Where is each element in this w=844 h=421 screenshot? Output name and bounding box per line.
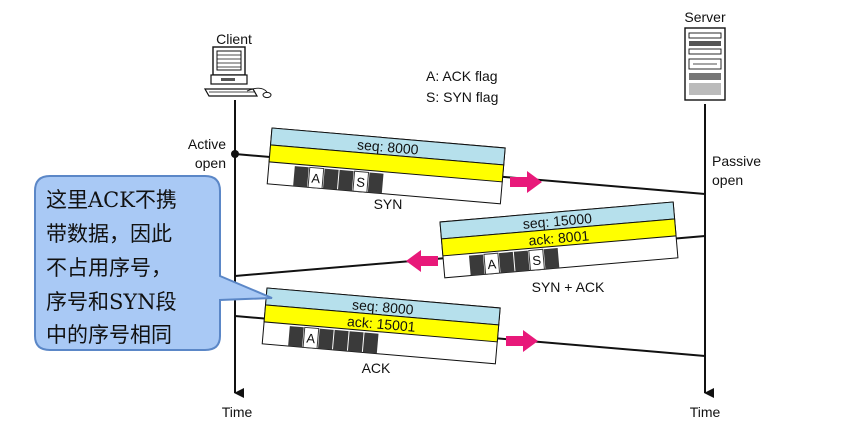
synack-ack-row bbox=[440, 218, 677, 257]
flag-s: S bbox=[532, 253, 542, 269]
desktop-computer-icon bbox=[203, 46, 272, 99]
flag-cell bbox=[307, 166, 325, 190]
synack-seq-text: seq: 15000 bbox=[522, 210, 593, 232]
flag-cell bbox=[483, 252, 501, 275]
ack-caption: ACK bbox=[362, 360, 391, 376]
syn-yellow-row bbox=[268, 144, 505, 183]
syn-flags: A S bbox=[293, 166, 384, 194]
callout-line-4: 序号和SYN段 bbox=[46, 290, 177, 314]
callout-line-5: 中的序号相同 bbox=[46, 323, 172, 347]
synack-caption: SYN + ACK bbox=[532, 279, 605, 295]
synack-segment: seq: 15000 ack: 8001 A S bbox=[439, 201, 679, 279]
flag-cell bbox=[293, 166, 309, 188]
synack-direction-arrow bbox=[406, 250, 438, 272]
passive-open-label-1: Passive bbox=[712, 153, 761, 169]
flag-cell bbox=[367, 172, 384, 194]
syn-segment: seq: 8000 A S bbox=[266, 127, 506, 205]
flag-a: A bbox=[311, 171, 321, 187]
syn-direction-arrow bbox=[510, 171, 542, 193]
flag-a: A bbox=[487, 256, 497, 272]
flag-cell bbox=[332, 329, 349, 352]
server-tower-icon bbox=[684, 27, 726, 101]
callout-bubble bbox=[34, 175, 273, 351]
callout-line-3: 不占用序号， bbox=[46, 256, 172, 280]
client-time-label: Time bbox=[222, 404, 253, 420]
ack-segment: seq: 8000 ack: 15001 A bbox=[261, 287, 501, 365]
flag-cell bbox=[347, 331, 364, 353]
flag-cell bbox=[323, 168, 339, 190]
flag-cell bbox=[543, 248, 560, 270]
server-time-label: Time bbox=[690, 404, 721, 420]
syn-seq-text: seq: 8000 bbox=[356, 136, 419, 157]
flag-a: A bbox=[306, 331, 316, 347]
syn-caption: SYN bbox=[374, 196, 403, 212]
flag-cell bbox=[528, 248, 545, 271]
flag-cell bbox=[513, 250, 530, 272]
callout-line-1: 这里ACK不携 bbox=[46, 188, 177, 212]
ack-flags: A bbox=[288, 326, 379, 354]
flag-cell bbox=[302, 326, 320, 350]
active-open-label-1: Active bbox=[188, 136, 226, 152]
flag-cell bbox=[352, 170, 370, 193]
ack-seq-text: seq: 8000 bbox=[351, 296, 414, 317]
ack-direction-arrow bbox=[506, 330, 538, 352]
flag-s: S bbox=[356, 174, 366, 190]
flag-cell bbox=[468, 254, 485, 276]
synack-ack-text: ack: 8001 bbox=[528, 227, 590, 248]
flag-cell bbox=[318, 328, 334, 350]
legend-ack: A: ACK flag bbox=[426, 68, 498, 84]
passive-open-label-2: open bbox=[712, 172, 743, 188]
synack-flags: A S bbox=[468, 248, 560, 276]
ack-ack-text: ack: 15001 bbox=[347, 313, 417, 335]
callout-line-2: 带数据，因此 bbox=[46, 222, 172, 246]
client-label: Client bbox=[216, 31, 252, 47]
ack-ack-row bbox=[263, 304, 500, 343]
flag-cell bbox=[498, 251, 515, 274]
active-open-label-2: open bbox=[195, 155, 226, 171]
server-label: Server bbox=[684, 9, 726, 25]
flag-cell bbox=[337, 169, 354, 192]
flag-cell bbox=[362, 332, 379, 354]
flag-cell bbox=[288, 326, 304, 348]
legend-syn: S: SYN flag bbox=[426, 89, 498, 105]
